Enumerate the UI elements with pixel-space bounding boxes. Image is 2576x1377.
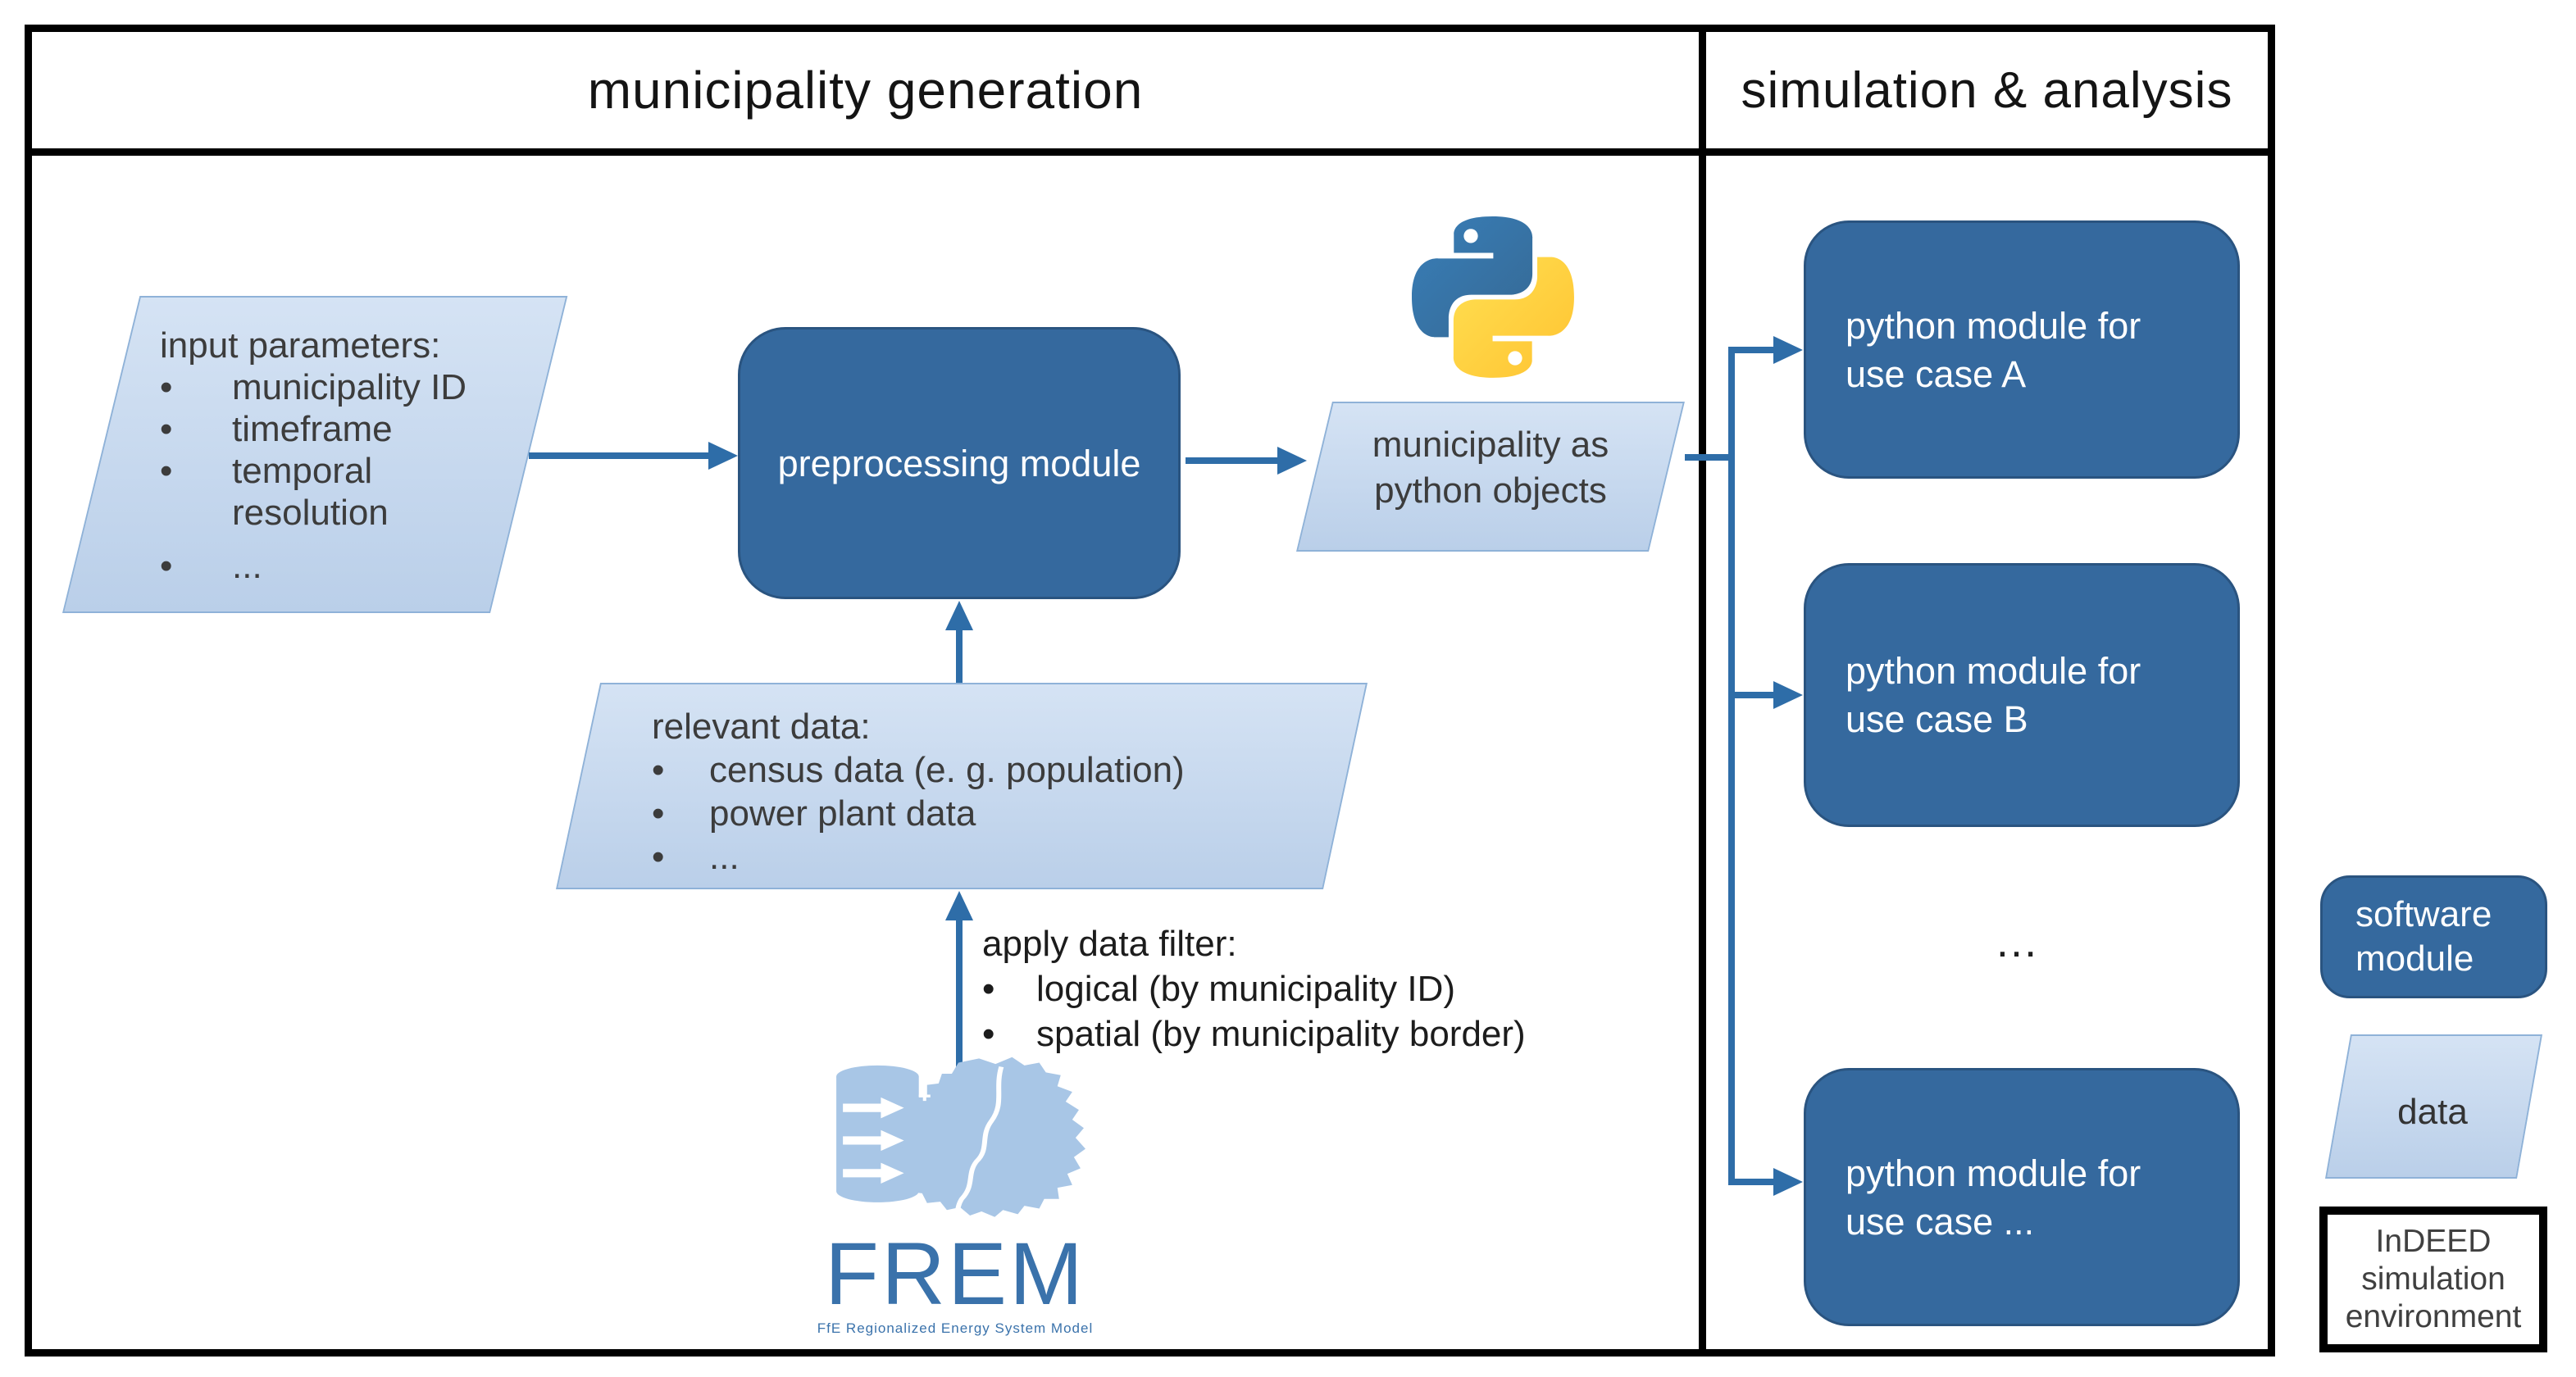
arrowhead-right-icon: [1773, 681, 1803, 709]
relevant-data-title: relevant data:: [652, 707, 871, 747]
legend-environment-label: InDEED simulation environment: [2345, 1224, 2522, 1334]
stub-line-b: [1728, 692, 1776, 698]
list-item: • power plant data: [652, 793, 976, 834]
input-parameters-title: input parameters:: [160, 325, 441, 366]
left-panel-title: municipality generation: [587, 61, 1144, 120]
header-separator-line: [25, 148, 2275, 156]
data-filter-title: apply data filter:: [982, 924, 1237, 964]
stub-line-c: [1728, 1179, 1776, 1185]
python-logo-icon: [1412, 216, 1574, 378]
bullet-icon: •: [982, 1014, 995, 1054]
arrowhead-right-icon: [708, 442, 738, 470]
arrowhead-up-icon: [945, 601, 973, 630]
list-item: • timeframe: [160, 409, 393, 449]
use-case-more-module-box: python module for use case ...: [1804, 1068, 2240, 1326]
arrowhead-up-icon: [945, 891, 973, 920]
arrowhead-right-icon: [1773, 336, 1803, 364]
legend-software-module-box: software module: [2320, 875, 2547, 998]
list-item: • logical (by municipality ID): [982, 966, 1638, 1011]
use-case-more-label: python module for use case ...: [1846, 1152, 2141, 1243]
python-objects-label: municipality as python objects: [1372, 425, 1609, 511]
frem-logo-tagline: FfE Regionalized Energy System Model: [817, 1320, 1094, 1336]
stub-line-a: [1728, 347, 1776, 353]
arrow-input-to-preprocessing: [529, 452, 711, 459]
use-case-b-module-box: python module for use case B: [1804, 563, 2240, 827]
arrowhead-right-icon: [1773, 1168, 1803, 1196]
more-use-cases-ellipsis: …: [1994, 917, 2043, 966]
panel-divider-line: [1699, 25, 1706, 1357]
legend-data-label: data: [2397, 1092, 2468, 1132]
arrow-frem-to-data: [956, 915, 963, 1067]
list-item: • municipality ID: [160, 367, 467, 407]
bullet-icon: •: [160, 409, 173, 449]
input-parameters-text: input parameters: • municipality ID • ti…: [160, 325, 521, 587]
use-case-a-label: python module for use case A: [1846, 304, 2141, 395]
list-item: • ...: [160, 546, 262, 586]
right-panel-title: simulation & analysis: [1741, 61, 2233, 119]
arrow-preprocessing-to-objects: [1186, 457, 1281, 464]
map-marker-cross-icon: [918, 1091, 931, 1102]
list-item: • ...: [652, 837, 740, 877]
arrowhead-right-icon: [1277, 447, 1307, 475]
frem-logo-icon: [836, 1057, 1085, 1225]
relevant-data-text: relevant data: • census data (e. g. popu…: [652, 705, 1291, 879]
legend-software-label: software module: [2355, 894, 2492, 979]
data-filter-text: apply data filter: • logical (by municip…: [982, 921, 1638, 1057]
bullet-icon: •: [160, 367, 173, 407]
feed-line: [1685, 454, 1734, 461]
bullet-icon: •: [160, 451, 173, 491]
preprocessing-module-box: preprocessing module: [738, 327, 1181, 599]
bullet-icon: •: [160, 546, 173, 586]
bullet-icon: •: [652, 750, 665, 790]
bullet-icon: •: [652, 837, 665, 877]
bullet-icon: •: [652, 793, 665, 834]
use-case-b-label: python module for use case B: [1846, 650, 2141, 740]
legend-environment-box: InDEED simulation environment: [2319, 1207, 2547, 1352]
use-case-a-module-box: python module for use case A: [1804, 220, 2240, 479]
branch-line: [1728, 347, 1735, 1185]
bullet-icon: •: [982, 969, 995, 1009]
arrow-data-to-preprocessing: [956, 625, 963, 683]
preprocessing-module-label: preprocessing module: [777, 442, 1141, 484]
list-item: • census data (e. g. population): [652, 750, 1185, 790]
frem-logo-wordmark: FREM: [825, 1224, 1085, 1323]
list-item: • temporal resolution: [160, 451, 389, 533]
list-item: • spatial (by municipality border): [982, 1011, 1638, 1057]
